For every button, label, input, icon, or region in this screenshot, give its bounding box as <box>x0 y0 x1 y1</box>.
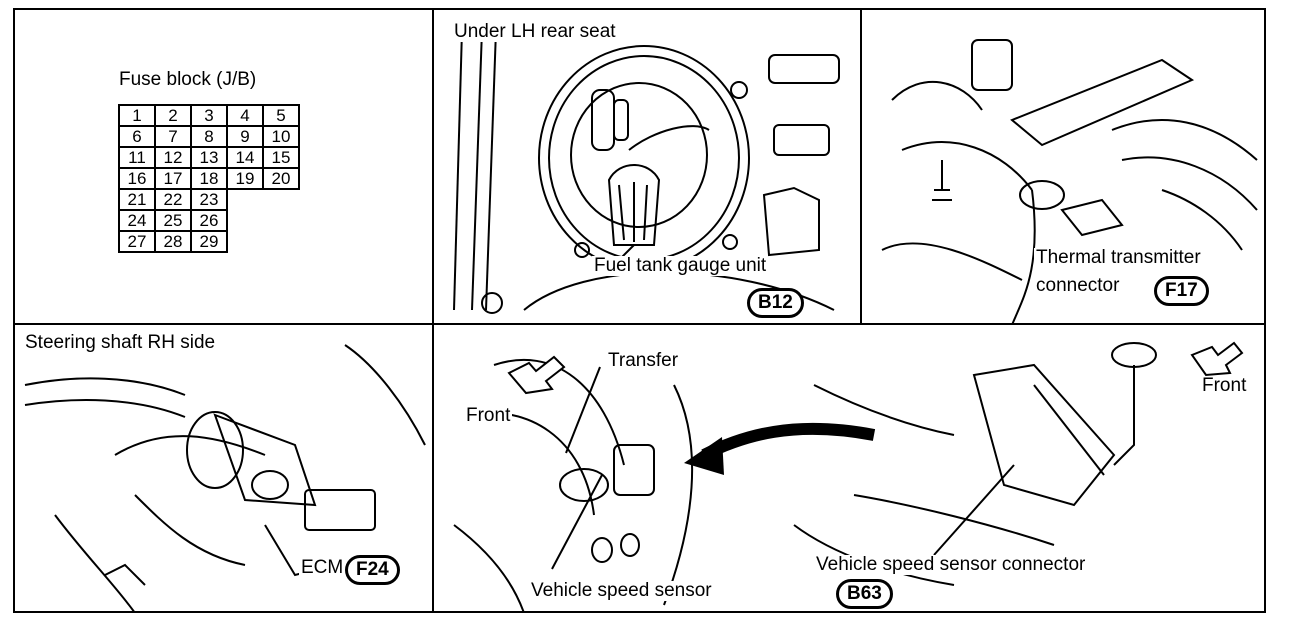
ecm-panel: Steering shaft RH side ECM F24 <box>13 323 434 613</box>
fuse-cell: 4 <box>226 104 264 127</box>
connector-badge-f17: F17 <box>1154 276 1209 306</box>
fuse-cell: 27 <box>118 230 156 253</box>
fuse-cell: 17 <box>154 167 192 190</box>
connector-badge-f24: F24 <box>345 555 400 585</box>
connector-badge-b63: B63 <box>836 579 893 609</box>
fuse-cell-empty <box>263 231 299 252</box>
fuse-cell: 2 <box>154 104 192 127</box>
fuel-tank-drawing <box>453 29 840 314</box>
ecm-label: ECM <box>299 557 346 578</box>
transfer-label: Transfer <box>606 350 681 371</box>
fuse-cell: 25 <box>154 209 192 232</box>
fuse-cell: 24 <box>118 209 156 232</box>
fuse-cell: 3 <box>190 104 228 127</box>
fuse-cell: 29 <box>190 230 228 253</box>
fuse-cell-empty <box>227 231 263 252</box>
engine-bay-drawing <box>881 39 1258 323</box>
thermal-label-line2: connector <box>1034 275 1122 296</box>
fuse-cell: 8 <box>190 125 228 148</box>
fuse-cell: 13 <box>190 146 228 169</box>
speed-sensor-connector-label: Vehicle speed sensor connector <box>814 554 1088 575</box>
fuse-cell: 23 <box>190 188 228 211</box>
fuse-cell: 1 <box>118 104 156 127</box>
fuse-cell: 6 <box>118 125 156 148</box>
fuse-cell: 10 <box>262 125 300 148</box>
fuel-gauge-label: Fuel tank gauge unit <box>592 255 769 276</box>
fuse-cell: 26 <box>190 209 228 232</box>
fuse-cell-empty <box>227 210 263 231</box>
fuse-cell-empty <box>263 189 299 210</box>
fuse-cell: 19 <box>226 167 264 190</box>
speed-sensor-label: Vehicle speed sensor <box>529 580 714 601</box>
fuse-cell: 14 <box>226 146 264 169</box>
fuse-cell: 28 <box>154 230 192 253</box>
ecm-drawing <box>24 344 426 611</box>
fuse-cell-empty <box>263 210 299 231</box>
thermal-transmitter-panel: Thermal transmitter connector F17 <box>860 8 1266 325</box>
fuse-block-title: Fuse block (J/B) <box>117 69 259 90</box>
front-label-left: Front <box>464 405 513 426</box>
front-label-right: Front <box>1200 375 1249 396</box>
fuse-cell-empty <box>227 189 263 210</box>
fuse-cell: 15 <box>262 146 300 169</box>
fuse-cell: 22 <box>154 188 192 211</box>
connector-badge-b12: B12 <box>747 288 804 318</box>
fuse-cell: 9 <box>226 125 264 148</box>
fuse-cell: 16 <box>118 167 156 190</box>
fuel-tank-panel: Under LH rear seat Fuel tank gauge unit … <box>432 8 862 325</box>
fuel-location-label: Under LH rear seat <box>452 21 618 42</box>
transfer-case-drawing <box>453 341 1244 611</box>
ecm-location-label: Steering shaft RH side <box>23 332 218 353</box>
fuse-cell: 21 <box>118 188 156 211</box>
fuse-cell: 5 <box>262 104 300 127</box>
fuse-cell: 18 <box>190 167 228 190</box>
fuse-cell: 11 <box>118 146 156 169</box>
vehicle-speed-sensor-panel: Transfer Front Front Vehicle speed senso… <box>432 323 1266 613</box>
fuse-cell: 7 <box>154 125 192 148</box>
fuse-cell: 20 <box>262 167 300 190</box>
fuse-cell: 12 <box>154 146 192 169</box>
thermal-label-line1: Thermal transmitter <box>1034 247 1203 268</box>
